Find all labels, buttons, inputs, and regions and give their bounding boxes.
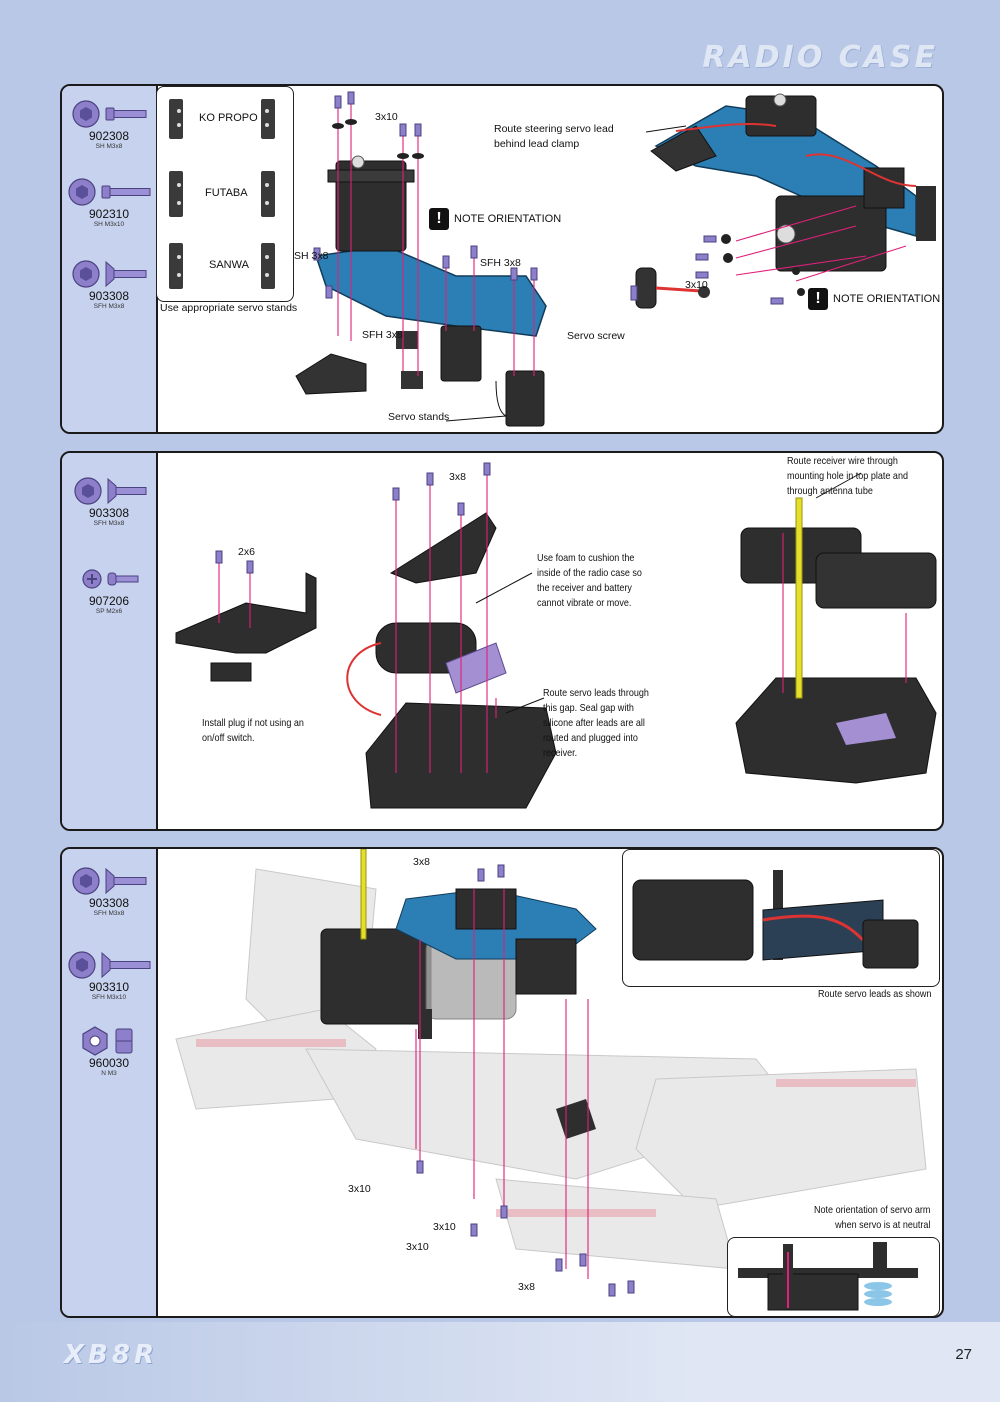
servo-stand-selector: KO PROPO FUTABA SANWA [156,86,294,302]
sh-screw-icon [68,178,151,206]
part-903308: 903308 SFH M3x8 [62,475,156,528]
part-code: 907206 [88,594,130,608]
part-902308: 902308 SH M3x8 [62,98,156,151]
label-3x10-b: 3x10 [433,1221,456,1233]
footer-band [0,1322,1000,1402]
inset-servo-arm-neutral [727,1237,940,1316]
label-3x8-top: 3x8 [413,856,430,868]
label-3x8: 3x8 [449,471,466,483]
inset-servo-lead-routing [622,849,940,987]
panel-step-servo-mount: 902308 SH M3x8 902310 SH M3x10 [60,84,944,434]
sfh-screw-icon [72,260,147,288]
part-spec: SFH M3x8 [93,910,125,917]
panel-step-chassis-install: 903308 SFH M3x8 903310 SFH M3x10 [60,847,944,1318]
part-960030: 960030 N M3 [62,1025,156,1078]
part-902310: 902310 SH M3x10 [62,176,156,229]
part-spec: SH M3x8 [95,143,123,150]
warning-icon: ! [429,208,449,230]
sfh-screw-icon [72,867,147,895]
servo-stand-pieces [169,99,275,289]
label-3x10-a: 3x10 [348,1183,371,1195]
part-903310: 903310 SFH M3x10 [62,949,156,1002]
servo-stands-caption: Use appropriate servo stands [160,302,298,314]
servo-arm-illustration [738,1242,918,1311]
sfh-screw-icon [68,951,151,979]
label-3x8-bottom: 3x8 [518,1281,535,1293]
note-text: NOTE ORIENTATION [454,213,562,225]
part-spec: SFH M3x8 [93,303,125,310]
parts-column: 902308 SH M3x8 902310 SH M3x10 [62,86,158,432]
label-install-plug: Install plug if not using an on/off swit… [202,717,304,744]
sp-screw-icon [82,569,139,589]
label-3x10-top: 3x10 [375,111,398,123]
chassis-install-diagram [175,849,927,1297]
label-sh-3x8: SH 3x8 [294,250,329,262]
note-text: NOTE ORIENTATION [833,293,941,305]
stand-brand-futaba: FUTABA [205,187,248,199]
part-code: 902310 [88,207,130,221]
nut-icon [82,1026,133,1056]
part-spec: SP M2x6 [95,608,123,615]
part-code: 903308 [88,289,130,303]
label-3x10-right: 3x10 [685,279,708,291]
warning-icon: ! [808,288,828,310]
part-spec: N M3 [101,1070,117,1077]
servo-lead-routing-illustration [632,870,919,969]
part-code: 903308 [88,506,130,520]
sfh-screw-icon [74,477,147,505]
part-903308: 903308 SFH M3x8 [62,258,156,311]
label-sfh-3x8-left: SFH 3x8 [362,329,403,341]
label-sfh-3x8-right: SFH 3x8 [480,257,521,269]
label-use-foam: Use foam to cushion the inside of the ra… [537,552,642,609]
panel-step-radio-box: 903308 SFH M3x8 907206 SP M2x6 [60,451,944,831]
stand-brand-sanwa: SANWA [209,259,249,271]
part-903308: 903308 SFH M3x8 [62,865,156,918]
label-servo-stands: Servo stands [388,411,450,423]
part-spec: SH M3x10 [93,221,125,228]
label-route-receiver-wire: Route receiver wire through mounting hol… [787,455,909,497]
brand-logo: XB8R [64,1340,158,1370]
parts-column: 903308 SFH M3x8 903310 SFH M3x10 [62,849,158,1316]
stand-brand-ko-propo: KO PROPO [199,112,258,124]
label-3x10-c: 3x10 [406,1241,429,1253]
page-title: RADIO CASE [702,40,938,75]
label-route-servo-leads: Route servo leads through this gap. Seal… [543,687,649,759]
part-code: 903308 [88,896,130,910]
part-code: 903310 [88,980,130,994]
part-code: 902308 [88,129,130,143]
label-route-servo-leads-shown: Route servo leads as shown [818,988,932,1000]
parts-column: 903308 SFH M3x8 907206 SP M2x6 [62,453,158,829]
note-orientation-right: ! NOTE ORIENTATION [808,288,940,310]
radio-box-diagram [175,462,937,809]
label-servo-screw: Servo screw [567,330,625,342]
sh-screw-icon [72,100,147,128]
label-note-servo-arm: Note orientation of servo arm when servo… [814,1204,931,1231]
part-spec: SFH M3x8 [93,520,125,527]
label-route-steering-lead: Route steering servo lead behind lead cl… [494,123,614,150]
servo-mount-diagram [295,91,936,427]
part-code: 960030 [88,1056,130,1070]
part-907206: 907206 SP M2x6 [62,563,156,616]
note-orientation-left: ! NOTE ORIENTATION [429,208,561,230]
label-2x6: 2x6 [238,546,255,558]
part-spec: SFH M3x10 [91,994,127,1001]
page-number: 27 [955,1346,972,1363]
